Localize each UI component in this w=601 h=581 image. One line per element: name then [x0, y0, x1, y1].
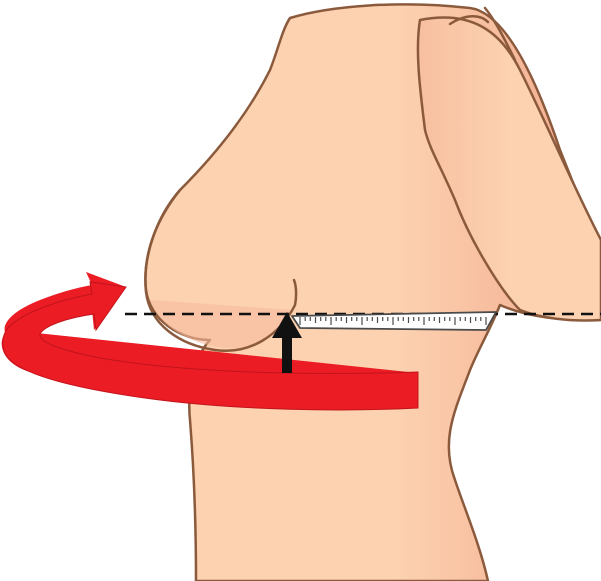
measuring-tape-ticks [299, 317, 487, 325]
up-arrow-icon [272, 312, 302, 373]
measuring-tape-icon [291, 311, 497, 331]
wrap-around-arrow-body [2, 281, 419, 411]
breast-outline [144, 188, 298, 353]
shoulder-line [448, 15, 490, 26]
breast-underside [150, 300, 292, 349]
shoulder-edge [483, 6, 517, 62]
